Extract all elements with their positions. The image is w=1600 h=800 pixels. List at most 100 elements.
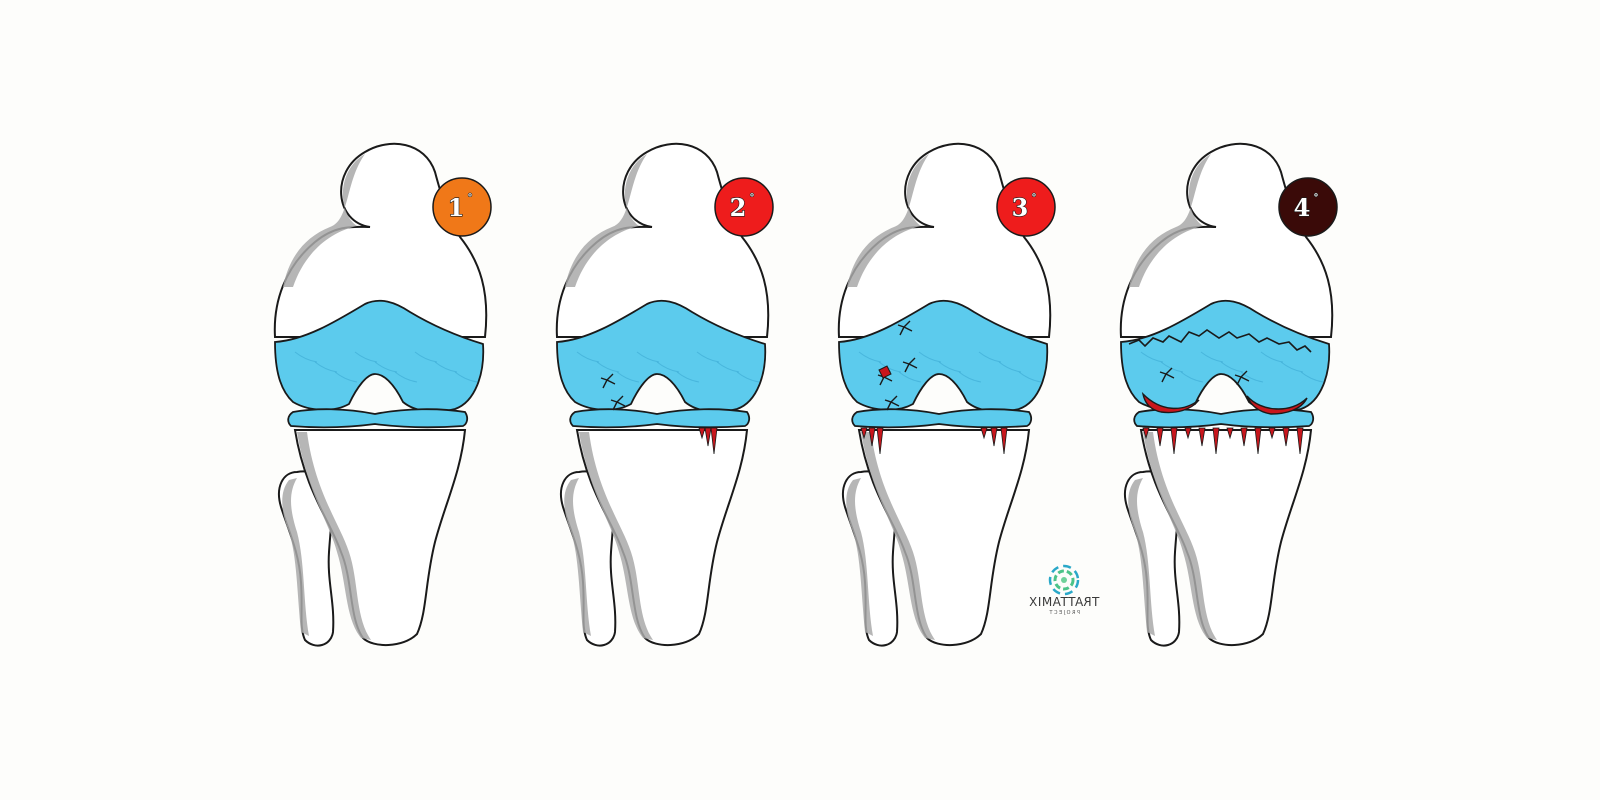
grade-badge-circle: [432, 177, 492, 237]
fibula-shadow: [282, 478, 309, 636]
grade-badge-circle: [714, 177, 774, 237]
cartilage-crack: [1159, 367, 1175, 383]
subchondral-spike: [980, 427, 988, 440]
cartilage-hatch: [1280, 361, 1304, 373]
subchondral-spike: [1254, 427, 1262, 455]
subchondral-spike: [1156, 427, 1164, 447]
cartilage-hatch: [938, 361, 962, 373]
cartilage-crack: [600, 373, 616, 389]
grade-degree-sign: °: [1032, 193, 1037, 204]
exposed-bone-left: [1141, 391, 1200, 414]
cartilage-hatch: [596, 361, 620, 373]
subchondral-spike: [1170, 427, 1178, 455]
cartilage-hatch: [1018, 371, 1042, 383]
cartilage-hatch: [1300, 371, 1324, 383]
cartilage-hatch: [736, 371, 760, 383]
grade-degree-sign: °: [1314, 193, 1319, 204]
cartilage-crack: [1234, 370, 1250, 386]
tibia-shadow: [579, 432, 653, 640]
cartilage-hatch: [616, 371, 640, 383]
cartilage-hatch: [656, 361, 680, 373]
tibia-shadow: [1143, 432, 1217, 640]
cartilage-hatch: [394, 371, 418, 383]
subchondral-spike: [1212, 427, 1220, 455]
cartilage-hatch: [576, 351, 600, 363]
watermark: TRATTAMIX PROJECT: [1029, 564, 1101, 616]
cartilage-hatch: [1200, 351, 1224, 363]
cartilage-hatch: [1180, 371, 1204, 383]
grade-badge-4: 4°: [1278, 177, 1338, 237]
subchondral-spike: [1296, 427, 1304, 455]
cartilage-hatch: [676, 371, 700, 383]
subchondral-spike: [704, 427, 712, 447]
cartilage-hatch: [294, 351, 318, 363]
femur-shadow: [283, 154, 365, 287]
subchondral-spike: [990, 427, 998, 447]
grade-badge-2: 2°: [714, 177, 774, 237]
femur-shadow: [847, 154, 929, 287]
subchondral-spike: [698, 427, 706, 440]
grade-badge-circle: [1278, 177, 1338, 237]
cartilage-hatch: [1220, 361, 1244, 373]
grade-number: 4: [1294, 193, 1311, 222]
subchondral-spike: [868, 427, 876, 447]
tibia-shadow: [861, 432, 935, 640]
grade-degree-sign: °: [468, 193, 473, 204]
femur-shadow: [565, 154, 647, 287]
subchondral-spike: [1184, 427, 1192, 440]
cartilage-crack: [884, 395, 900, 411]
subchondral-spike: [710, 427, 718, 455]
grade-degree-sign: °: [750, 193, 755, 204]
subchondral-spike: [860, 427, 868, 440]
cartilage-hatch: [696, 351, 720, 363]
cartilage-hatch: [454, 371, 478, 383]
watermark-wordmark: TRATTAMIX: [1029, 595, 1101, 609]
cartilage-hatch: [1240, 371, 1264, 383]
subchondral-spike: [1142, 427, 1150, 440]
eroded-cartilage-edge: [1128, 329, 1312, 353]
cartilage-hatch: [978, 351, 1002, 363]
cartilage-crack: [897, 320, 913, 336]
knee-grade-2: 2°: [555, 142, 774, 647]
tibia-shadow: [297, 432, 371, 640]
cartilage-hatch: [434, 361, 458, 373]
grade-badge-3: 3°: [996, 177, 1056, 237]
cartilage-hatch: [314, 361, 338, 373]
cartilage-hatch: [354, 351, 378, 363]
femur-shadow: [1129, 154, 1211, 287]
subchondral-spike: [1282, 427, 1290, 447]
grade-number: 1: [448, 193, 465, 222]
cartilage-hatch: [334, 371, 358, 383]
cartilage-hatch: [958, 371, 982, 383]
cartilage-hatch: [1140, 351, 1164, 363]
cartilage-hatch: [898, 371, 922, 383]
cartilage-lesion: [878, 365, 892, 379]
subchondral-spike: [1198, 427, 1206, 447]
tibial-cartilage: [569, 408, 751, 429]
fibula-shadow: [1128, 478, 1155, 636]
knee-grade-4: 4°: [1119, 142, 1338, 647]
cartilage-hatch: [878, 361, 902, 373]
fibula-shadow: [846, 478, 873, 636]
cartilage-hatch: [636, 351, 660, 363]
knee-grade-3: 3°: [837, 142, 1056, 647]
subchondral-spike: [1000, 427, 1008, 455]
cartilage-hatch: [998, 361, 1022, 373]
grade-number: 2: [730, 193, 747, 222]
tibial-cartilage: [851, 408, 1033, 429]
cartilage-crack: [610, 395, 626, 411]
tibial-cartilage: [287, 408, 469, 429]
subchondral-spike: [1268, 427, 1276, 440]
cartilage-hatch: [1260, 351, 1284, 363]
spiral-flower-logo-icon: [1048, 564, 1080, 596]
cartilage-hatch: [716, 361, 740, 373]
subchondral-spike: [1240, 427, 1248, 447]
grade-number: 3: [1012, 193, 1029, 222]
subchondral-spike: [876, 427, 884, 455]
cartilage-hatch: [858, 351, 882, 363]
subchondral-spike: [1226, 427, 1234, 440]
knee-grade-1: 1°: [273, 142, 492, 647]
cartilage-crack: [902, 357, 918, 373]
watermark-subtext: PROJECT: [1048, 610, 1080, 616]
